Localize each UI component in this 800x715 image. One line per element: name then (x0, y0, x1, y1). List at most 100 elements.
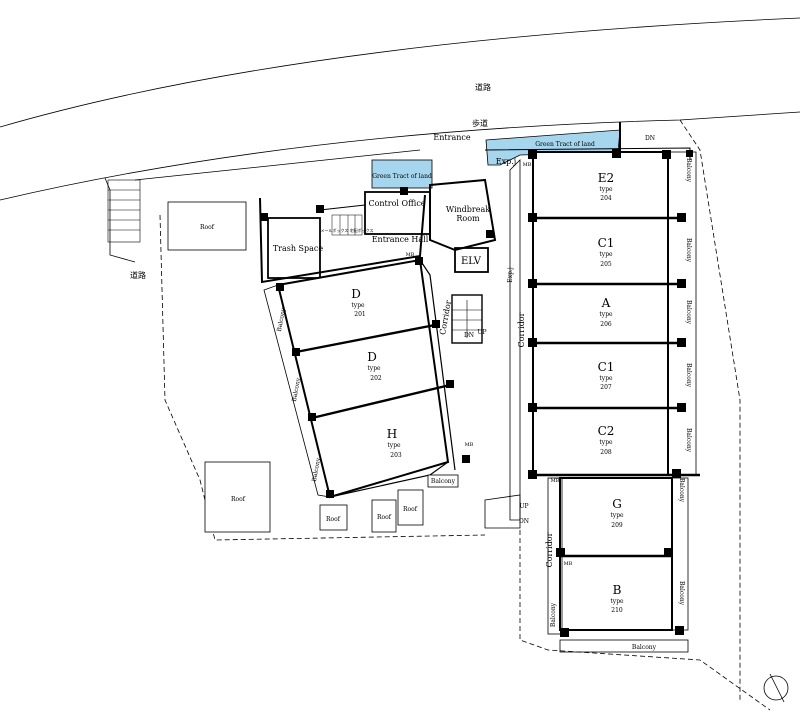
corridor-bottom-label: Corridor (545, 532, 554, 567)
balcony-label: Balcony (685, 300, 692, 325)
roof-small-1 (319, 504, 348, 531)
balcony-label: Balcony (678, 478, 685, 503)
unit-number: 207 (600, 384, 612, 391)
unit-type: type (610, 598, 624, 605)
trash-space-label: Trash Space (273, 244, 324, 253)
unit-name: C2 (598, 424, 615, 438)
unit-type: type (610, 512, 624, 519)
unit-name: D (367, 350, 377, 364)
roof-small-2 (371, 499, 397, 533)
unit-name: A (601, 296, 611, 310)
unit-name: D (351, 287, 361, 301)
unit-207: C1 type 207 (598, 360, 615, 391)
mailbox-stairs (331, 214, 363, 236)
mb-label: MB (551, 478, 560, 484)
left-wing-columns (260, 187, 494, 498)
balcony-label: Balcony (685, 238, 692, 263)
mb-label: MB (406, 252, 415, 258)
site-lines (0, 17, 800, 711)
roof-top-left (167, 201, 247, 251)
center-stair-dn-label: DN (464, 332, 474, 339)
bottom-wing-columns (556, 548, 684, 637)
balcony-label: Balcony (276, 307, 287, 333)
unit-name: G (612, 497, 622, 511)
unit-203: H type 203 (387, 427, 402, 459)
balcony-label: Balcony (678, 581, 685, 606)
roof-small-1-label: Roof (326, 516, 341, 523)
center-stair-up-label: UP (477, 329, 486, 336)
unit-name: C1 (598, 236, 615, 250)
balcony-label: Balcony (550, 602, 557, 627)
bottom-wing (484, 477, 689, 653)
balcony-label: Balcony (431, 478, 456, 485)
stair2-dn-label: DN (519, 518, 529, 525)
unit-name: H (387, 427, 397, 441)
road-top-label: 道路 (475, 82, 491, 92)
unit-type: type (367, 365, 381, 372)
unit-number: 206 (600, 321, 612, 328)
green-tract-right-label: Green Tract of land (535, 141, 595, 148)
entrance-label: Entrance (433, 133, 470, 142)
road-left-label: 道路 (130, 270, 146, 280)
unit-number: 208 (600, 449, 612, 456)
dn-top-label: DN (645, 135, 655, 142)
unit-number: 201 (354, 311, 365, 318)
unit-210: B type 210 (610, 583, 624, 614)
balcony-label: Balcony (311, 457, 322, 483)
roof-bottom-left (204, 461, 271, 533)
roof-top-left-label: Roof (200, 224, 215, 231)
windbreak-label-1: Windbreak (446, 205, 490, 214)
control-office-label: Control Office (368, 199, 425, 208)
mb-label: MB (523, 162, 532, 168)
roof-small-2-label: Roof (377, 514, 392, 521)
unit-type: type (351, 302, 365, 309)
unit-number: 204 (600, 195, 612, 202)
exp-j-top-label: Exp.j (496, 157, 517, 166)
service-block (259, 178, 497, 284)
unit-type: type (599, 251, 613, 258)
corridor-right-label: Corridor (517, 312, 526, 347)
balcony-label: Balcony (685, 428, 692, 453)
unit-204: E2 type 204 (598, 171, 614, 202)
corridor-center-label: Corridor (438, 299, 453, 335)
green-tract-left-label: Green Tract of land (372, 173, 432, 180)
entrance-hall-label: Entrance Hall (372, 235, 429, 244)
unit-number: 202 (370, 375, 382, 382)
unit-number: 205 (600, 261, 612, 268)
unit-name: B (613, 583, 622, 597)
stair2-up-label: UP (519, 503, 528, 510)
unit-type: type (599, 186, 613, 193)
unit-208: C2 type 208 (598, 424, 615, 456)
balcony-label: Balcony (685, 363, 692, 388)
left-wing (263, 258, 459, 499)
roof-small-3-label: Roof (403, 506, 418, 513)
unit-number: 209 (611, 522, 623, 529)
exp-j-side-label: Exp.j (507, 267, 514, 283)
center-stair (451, 294, 483, 344)
mailbox-label: メールボックス 宅配ボックス (320, 227, 373, 233)
sidewalk-label: 歩道 (472, 118, 488, 128)
unit-type: type (599, 439, 613, 446)
green-tract-left (371, 159, 433, 189)
unit-205: C1 type 205 (598, 236, 615, 268)
mb-label: MB (564, 561, 573, 567)
compass-icon (763, 673, 789, 703)
windbreak-label-2: Room (456, 214, 480, 223)
unit-type: type (599, 311, 613, 318)
unit-202: D type 202 (367, 350, 382, 382)
unit-type: type (599, 375, 613, 382)
unit-201: D type 201 (351, 287, 366, 318)
unit-206: A type 206 (599, 296, 613, 328)
exterior-stairs (107, 179, 141, 243)
unit-name: C1 (598, 360, 615, 374)
unit-209: G type 209 (610, 497, 624, 529)
mb-label: MB (465, 442, 474, 448)
roof-bottom-left-label: Roof (231, 496, 246, 503)
elv-label: ELV (461, 256, 482, 267)
balcony-label: Balcony (632, 644, 657, 651)
unit-number: 210 (611, 607, 623, 614)
unit-type: type (387, 442, 401, 449)
unit-number: 203 (390, 452, 402, 459)
right-wing-columns (528, 149, 693, 479)
